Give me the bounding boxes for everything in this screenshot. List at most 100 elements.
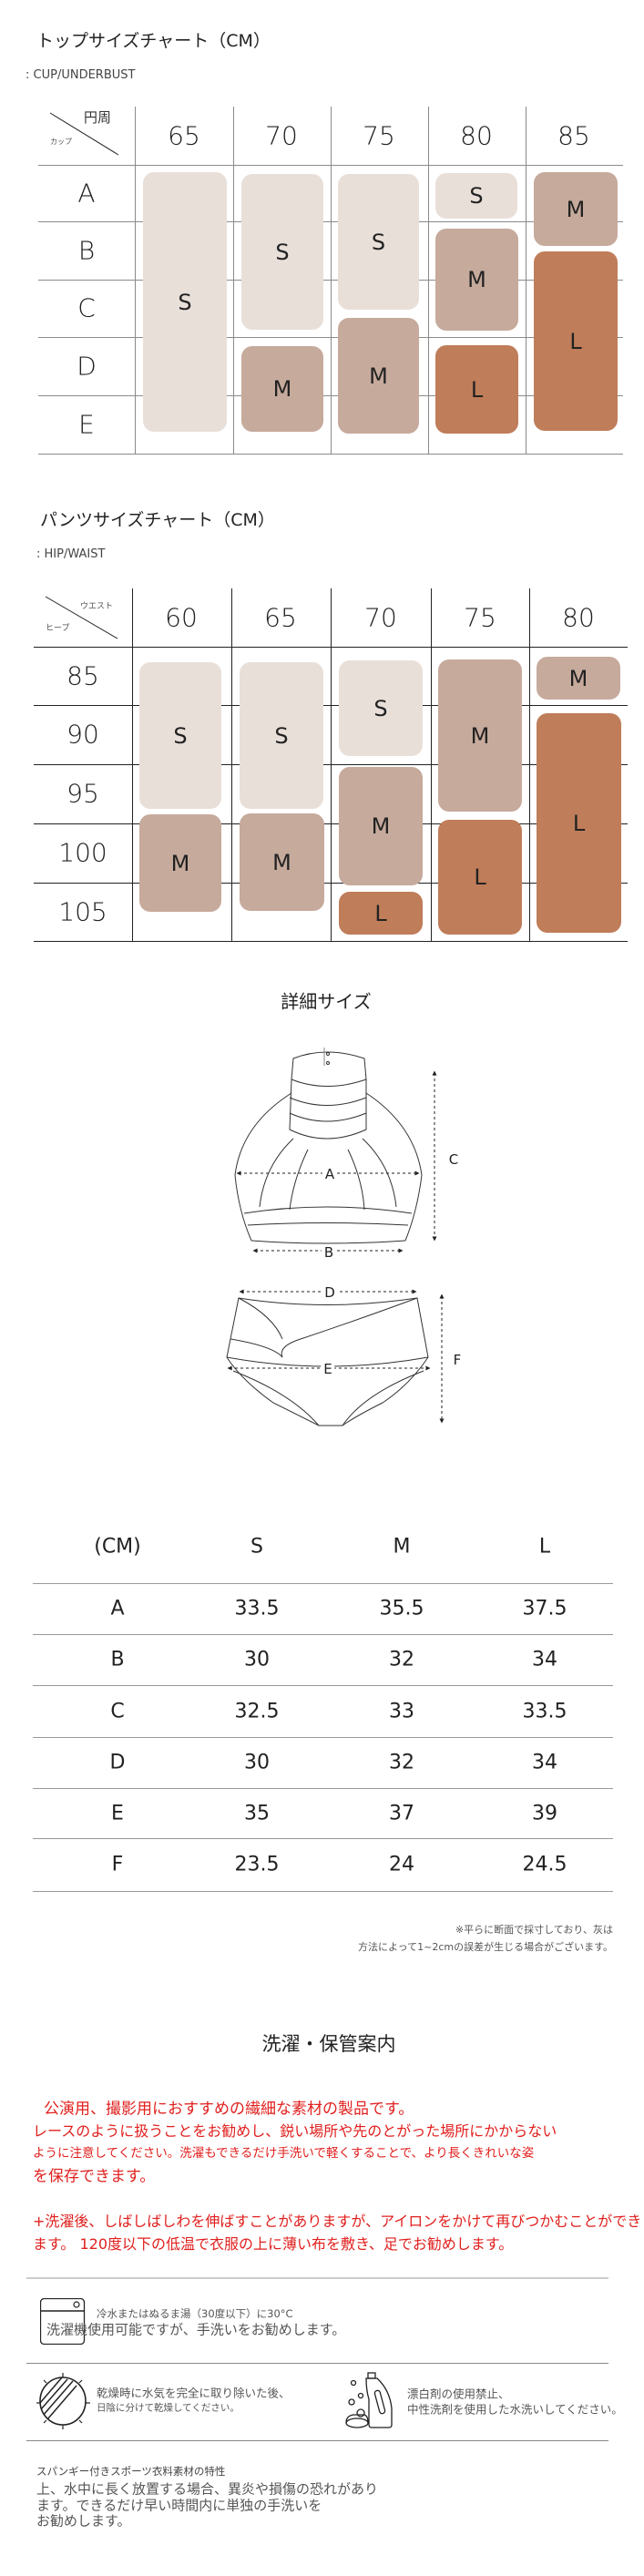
bleach-line-1: 漂白剤の使用禁止、 [407,2387,510,2401]
care-red-line-6: ます。 120度以下の低温で衣服の上に薄い布を敷き、足でお勧めします。 [33,2235,514,2253]
care-divider [26,2363,608,2364]
grid-line-horizontal [34,941,628,942]
table-header: L [538,1535,551,1559]
care-divider [26,2277,608,2279]
top-corner-diagonal [49,112,119,156]
detail-size-title: 詳細サイズ [281,990,372,1013]
care-red-line-5: +洗濯後、しばしばしわを伸ばすことがありますが、アイロンをかけて再びつかむことが… [33,2213,642,2230]
measurement-note-line2: 方法によって1~2cmの誤差が生じる場合がございます。 [358,1941,613,1953]
care-divider [26,2440,608,2441]
column-header: 70 [364,602,397,633]
row-header: A [77,178,96,209]
row-header: 85 [66,660,99,691]
column-header: 75 [363,120,395,151]
row-header: 105 [58,896,107,927]
material-line-2: ます。できるだけ早い時間内に単独の手洗いを [36,2497,322,2514]
table-cell: 34 [532,1751,557,1774]
wash-line-2: 洗濯機使用可能ですが、手洗いをお勧めします。 [46,2321,346,2338]
grid-line-vertical [135,107,136,454]
column-header: 60 [165,602,198,633]
size-block-85-l: L [534,251,618,431]
row-header: B [77,235,96,266]
size-block-70-m: M [241,346,323,432]
table-row-label: D [109,1751,126,1774]
size-block-70-s: S [241,174,323,330]
column-header: 75 [464,602,496,633]
table-divider [33,1685,613,1686]
dry-line-2: 日陰に分けて乾燥してください。 [97,2402,240,2414]
wash-line-1: 冷水またはぬるま湯（30度以下）に30°C [97,2307,293,2320]
table-cell: 39 [532,1802,557,1825]
label-f: F [453,1352,462,1368]
table-divider [33,1788,613,1789]
top-corner-label-circumference: 円周 [84,109,112,126]
table-cell: 35 [244,1802,270,1825]
grid-line-horizontal [38,454,623,455]
table-cell: 24.5 [522,1853,567,1876]
material-line-1: 上、水中に長く放置する場合、異炎や損傷の恐れがあり [36,2480,379,2498]
size-block-85-m: M [534,172,618,246]
label-c: C [448,1151,459,1168]
bleach-line-2: 中性洗剤を使用した水洗いしてください。 [407,2402,623,2417]
row-header: 90 [66,719,99,750]
size-block-60-s: S [139,662,221,809]
size-block-80-s: S [435,173,517,219]
material-heading: スパンギー付きスポーツ衣料素材の特性 [36,2465,226,2478]
grid-line-vertical [529,588,530,941]
table-row-label: E [111,1802,124,1825]
top-chart-subtitle: : CUP/UNDERBUST [26,68,136,82]
size-block-80-l: L [537,713,621,933]
row-header: C [77,292,96,323]
size-block-65-s: S [143,172,227,432]
size-block-75-s: S [338,174,419,310]
table-row-label: C [110,1700,125,1722]
table-divider [33,1737,613,1738]
column-header: 85 [557,120,590,151]
detergent-bottle-icon [345,2372,393,2428]
pants-corner-diagonal [45,596,118,639]
grid-line-vertical [132,588,133,941]
table-cell: 35.5 [379,1597,424,1620]
grid-line-vertical [331,107,332,454]
table-cell: 24 [389,1853,414,1876]
table-divider [33,1838,613,1839]
column-header: 80 [460,120,493,151]
size-block-70-l: L [339,892,423,935]
row-header: 95 [66,778,99,809]
table-divider [33,1891,613,1892]
size-block-60-m: M [139,814,221,912]
table-cell: 30 [244,1648,270,1671]
top-chart-title: トップサイズチャート（CM） [36,31,271,51]
size-block-80-m: M [537,657,620,700]
table-cell: 32 [389,1751,414,1774]
table-cell: 32.5 [234,1700,280,1722]
size-block-75-l: L [438,820,522,935]
table-cell: 32 [389,1648,414,1671]
pants-chart-subtitle: : HIP/WAIST [36,547,106,561]
row-header: E [78,409,95,440]
table-row-label: A [110,1597,125,1620]
material-line-3: お勧めします。 [36,2512,131,2530]
row-header: D [77,351,97,382]
care-red-line-1: 公演用、撮影用におすすめの繊細な素材の製品です。 [44,2100,414,2119]
row-header: 100 [58,837,107,868]
size-block-80-l: L [435,345,518,434]
size-block-65-m: M [240,813,324,911]
table-cell: 33 [389,1700,414,1722]
top-corner-label-cup: カップ [50,138,72,146]
label-a: A [322,1166,338,1182]
label-b: B [321,1244,337,1261]
grid-line-vertical [231,588,232,941]
dry-line-1: 乾燥時に水気を完全に取り除いた後、 [97,2386,291,2400]
table-divider [33,1583,613,1584]
pants-corner-label-waist: ウエスト [80,602,114,611]
size-block-70-s: S [339,660,423,756]
table-row-label: F [111,1853,124,1876]
table-cell: 33.5 [234,1597,280,1620]
table-row-label: B [110,1648,125,1671]
column-header: 65 [264,602,297,633]
table-header: S [250,1535,263,1559]
size-block-75-m: M [438,659,522,812]
grid-line-vertical [428,107,429,454]
table-cell: 37.5 [522,1597,567,1620]
